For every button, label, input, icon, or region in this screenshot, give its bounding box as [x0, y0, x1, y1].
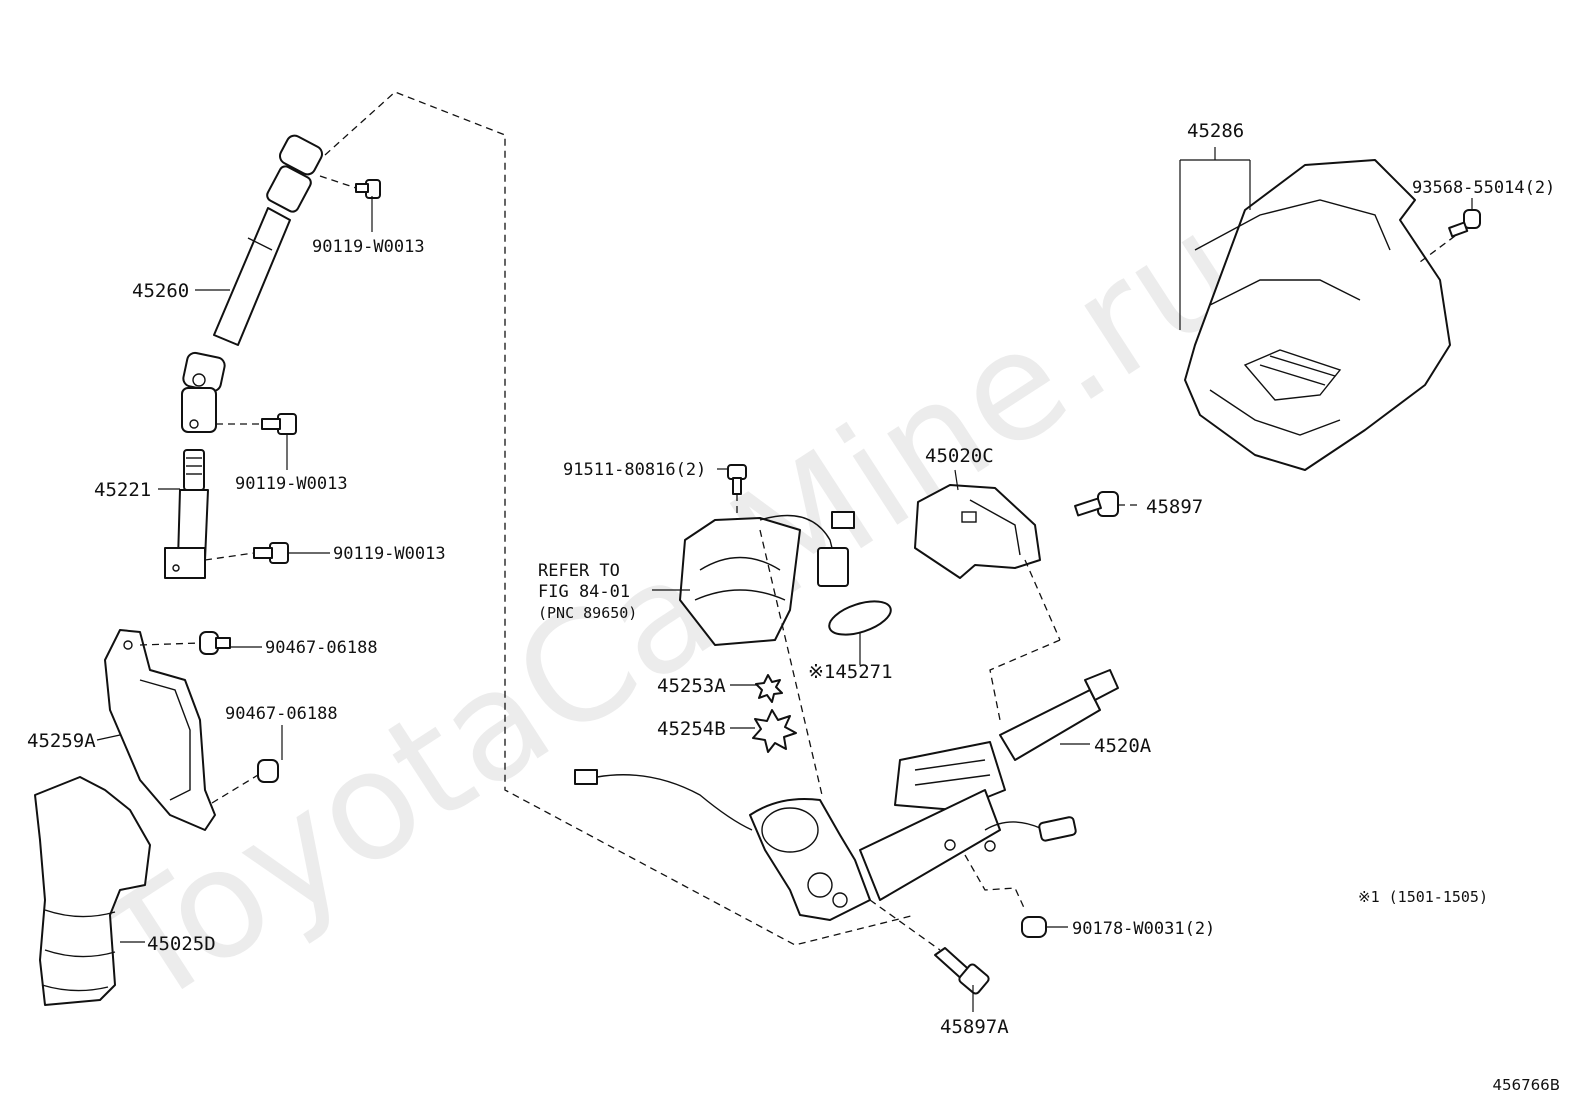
label-90119-c: 90119-W0013 [333, 544, 446, 564]
label-90119-a: 90119-W0013 [312, 237, 425, 257]
spring-45253A [755, 674, 783, 703]
harness-assembly [679, 511, 855, 646]
label-45025D: 45025D [147, 933, 216, 955]
cover-45020C [914, 484, 1041, 579]
bolt-45897A [934, 947, 990, 995]
label-90467-b: 90467-06188 [225, 704, 338, 724]
bolt-45897 [1074, 491, 1119, 517]
label-91511: 91511-80816(2) [563, 460, 706, 480]
lower-joint [749, 798, 871, 921]
footnote: ※1 (1501-1505) [1358, 888, 1488, 906]
screw-93568 [1448, 209, 1481, 238]
label-45020C: 45020C [925, 445, 994, 467]
label-45253A: 45253A [657, 675, 726, 697]
column-cover-45286 [1184, 159, 1451, 471]
bolt-90119-a [355, 179, 381, 199]
label-90467-a: 90467-06188 [265, 638, 378, 658]
label-90119-b: 90119-W0013 [235, 474, 348, 494]
clip-90467-a [199, 631, 231, 655]
label-45897A: 45897A [940, 1016, 1009, 1038]
cover-45259A [104, 629, 216, 831]
diagram-id: 456766B [1492, 1076, 1560, 1094]
clip-90467-b [257, 759, 279, 783]
ring-145271 [828, 600, 892, 636]
label-45259A: 45259A [27, 730, 96, 752]
bolt-90119-c [253, 542, 289, 564]
label-45897: 45897 [1146, 496, 1203, 518]
sensor-cable [574, 769, 753, 831]
refer-note-line1: REFER TO [538, 561, 620, 581]
label-4520A: 4520A [1094, 735, 1152, 757]
steering-column-4520A [859, 669, 1119, 901]
label-45254B: 45254B [657, 718, 726, 740]
label-45221: 45221 [94, 479, 151, 501]
bolt-91511 [727, 464, 747, 495]
label-93568: 93568-55014(2) [1412, 178, 1555, 198]
group-boundary [324, 91, 916, 946]
refer-note-line2: FIG 84-01 [538, 582, 630, 602]
spring-45254B [752, 709, 797, 753]
bolt-90119-b [261, 413, 297, 435]
shaft-45221 [164, 449, 209, 579]
nut-90178 [1021, 916, 1047, 938]
boot-45025D [34, 776, 151, 1006]
intermediate-shaft-45260 [181, 134, 323, 433]
refer-note-line3: (PNC 89650) [538, 604, 637, 622]
label-45286: 45286 [1187, 120, 1244, 142]
label-90178: 90178-W0031(2) [1072, 919, 1215, 939]
label-45260: 45260 [132, 280, 189, 302]
label-145271: ※145271 [808, 661, 893, 683]
